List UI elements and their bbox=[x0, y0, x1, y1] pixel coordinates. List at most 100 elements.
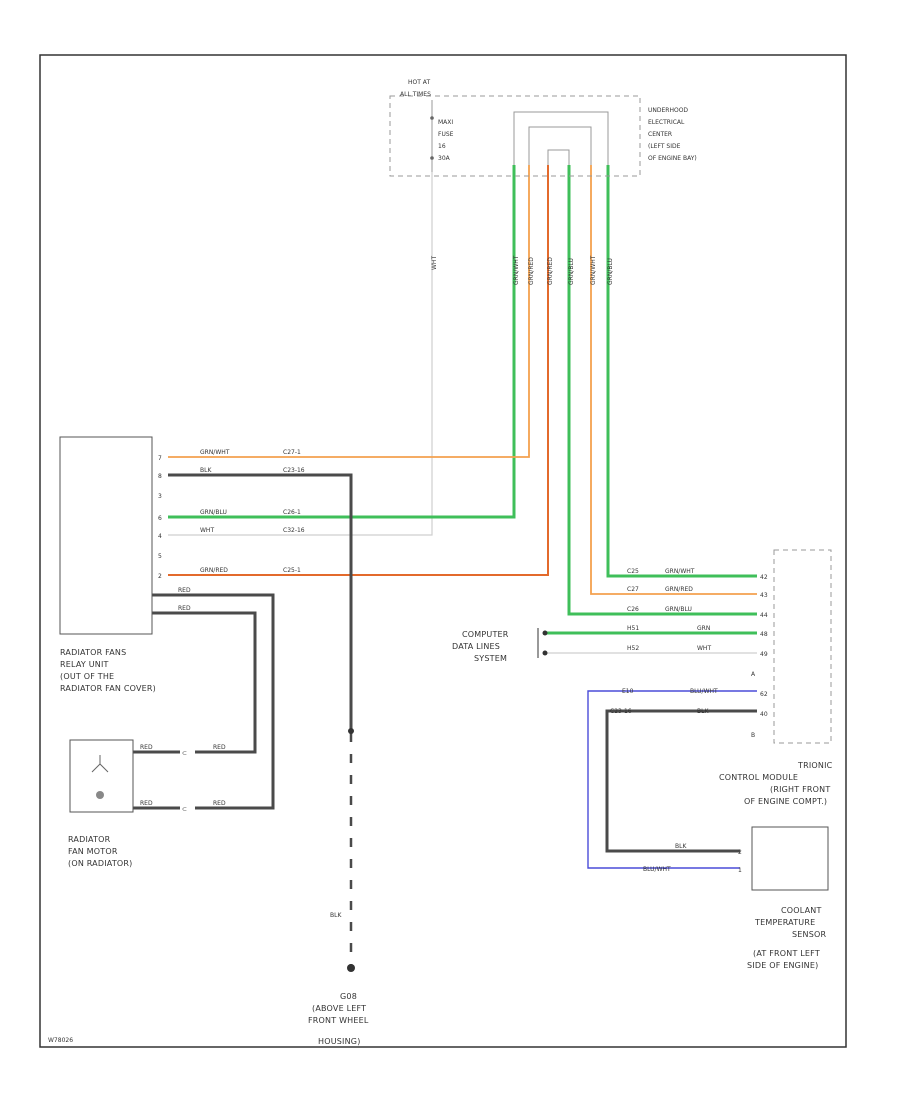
relay-conn-5: C32-16 bbox=[283, 527, 305, 534]
relay-color-5: WHT bbox=[200, 527, 214, 534]
coolant-sensor-box bbox=[751, 826, 829, 891]
underhood-label-2: ELECTRICAL bbox=[648, 119, 685, 126]
underhood-label-1: UNDERHOOD bbox=[648, 107, 688, 114]
wires bbox=[133, 165, 757, 967]
coolant-label-1: COOLANT bbox=[781, 906, 822, 915]
relay-conn-2: C23-16 bbox=[283, 467, 305, 474]
tcm-conn-4: H51 bbox=[627, 625, 639, 632]
motor-conn-top: ⊂ bbox=[182, 750, 187, 757]
vlabel-wht: WHT bbox=[431, 256, 438, 270]
data-line-dot-1 bbox=[542, 630, 548, 636]
wire-wht-fuse bbox=[168, 172, 433, 536]
computer-label-1: COMPUTER bbox=[462, 630, 509, 639]
relay-pin-1: 7 bbox=[158, 455, 162, 462]
tcm-color-1: GRN/WHT bbox=[665, 568, 695, 575]
motor-label-2: FAN MOTOR bbox=[68, 847, 118, 856]
ground-label-2: (ABOVE LEFT bbox=[312, 1004, 366, 1013]
relay-color-7: GRN/RED bbox=[200, 567, 228, 574]
tcm-pin-9: B bbox=[751, 732, 755, 739]
relay-conn-7: C25-1 bbox=[283, 567, 301, 574]
vlabel-4: GRN/BLU bbox=[568, 258, 575, 285]
fuse-dot-top bbox=[430, 116, 434, 120]
tcm-label-4: OF ENGINE COMPT.) bbox=[744, 797, 827, 806]
tcm-dashed-box bbox=[773, 549, 832, 744]
tcm-conn-7: E10 bbox=[622, 688, 634, 695]
tcm-label-2: CONTROL MODULE bbox=[719, 773, 798, 782]
fuse-label-1: MAXI bbox=[438, 119, 453, 126]
motor-icon bbox=[96, 791, 104, 799]
tcm-label-3: (RIGHT FRONT bbox=[770, 785, 830, 794]
tcm-pin-3: 44 bbox=[760, 612, 768, 619]
ground-label-4: HOUSING) bbox=[318, 1037, 361, 1046]
ground-point-icon bbox=[347, 964, 355, 972]
tcm-color-7: BLU/WHT bbox=[690, 688, 718, 695]
wire-green-tcm-44 bbox=[567, 165, 757, 616]
vertical-labels: WHT GRN/WHT GRN/RED GRN/RED GRN/BLU GRN/… bbox=[431, 255, 614, 285]
tcm-pin-7: 62 bbox=[760, 691, 768, 698]
wire-orange-tcm-43 bbox=[590, 165, 757, 595]
computer-label-3: SYSTEM bbox=[474, 654, 507, 663]
tcm-wire-labels: C25 GRN/WHT 42 C27 GRN/RED 43 C26 GRN/BL… bbox=[610, 568, 768, 739]
wire-green-tcm-42 bbox=[606, 165, 757, 578]
fuse-label-4: 30A bbox=[438, 155, 451, 162]
tcm-pin-2: 43 bbox=[760, 592, 768, 599]
underhood-label-4: (LEFT SIDE bbox=[648, 143, 681, 150]
tcm-conn-2: C27 bbox=[627, 586, 639, 593]
coolant-blk-label: BLK bbox=[675, 843, 687, 850]
relay-pin-3: 3 bbox=[158, 493, 162, 500]
diagram-frame bbox=[39, 54, 847, 1048]
relay-wire-labels: 7 GRN/WHT C27-1 8 BLK C23-16 3 6 GRN/BLU… bbox=[158, 449, 305, 612]
coolant-label-2: TEMPERATURE bbox=[754, 918, 815, 927]
ground-label-3: FRONT WHEEL bbox=[308, 1016, 369, 1025]
tcm-color-4: GRN bbox=[697, 625, 710, 632]
relay-red-2: RED bbox=[178, 605, 191, 612]
wire-blk-ground bbox=[168, 473, 353, 730]
relay-label-1: RADIATOR FANS bbox=[60, 648, 126, 657]
motor-red-top-left: RED bbox=[140, 744, 153, 751]
relay-pin-5: 4 bbox=[158, 533, 162, 540]
underhood-label-5: OF ENGINE BAY) bbox=[648, 155, 697, 162]
relay-color-1: GRN/WHT bbox=[200, 449, 230, 456]
tcm-pin-5: 49 bbox=[760, 651, 768, 658]
hot-at-all-times-2: ALL TIMES bbox=[400, 91, 431, 98]
relay-color-2: BLK bbox=[200, 467, 212, 474]
tcm-pin-4: 48 bbox=[760, 631, 768, 638]
relay-red-1: RED bbox=[178, 587, 191, 594]
motor-red-top-right: RED bbox=[213, 744, 226, 751]
tcm-pin-1: 42 bbox=[760, 574, 768, 581]
tcm-conn-8: C23-16 bbox=[610, 708, 632, 715]
relay-unit-box bbox=[59, 436, 153, 635]
wire-orange-relay-7 bbox=[168, 165, 530, 458]
underhood-loop-3 bbox=[547, 149, 570, 165]
hot-at-all-times-1: HOT AT bbox=[408, 79, 430, 86]
relay-pin-2: 8 bbox=[158, 473, 162, 480]
wire-blk-relay-motor-2 bbox=[152, 611, 257, 754]
fuse-dot-bottom bbox=[430, 156, 434, 160]
fuse-label-3: 16 bbox=[438, 143, 446, 150]
relay-label-3: (OUT OF THE bbox=[60, 672, 114, 681]
motor-conn-bottom: ⊂ bbox=[182, 806, 187, 813]
relay-conn-4: C26-1 bbox=[283, 509, 301, 516]
motor-connectors: RED ⊂ RED RED ⊂ RED bbox=[140, 744, 226, 813]
wire-blk-relay-motor-1 bbox=[152, 593, 275, 810]
fan-motor-icon bbox=[91, 755, 109, 799]
vlabel-3: GRN/RED bbox=[547, 257, 554, 285]
wire-grn-blu-relay bbox=[168, 165, 516, 519]
vlabel-5: GRN/WHT bbox=[590, 255, 597, 285]
data-line-dot-2 bbox=[542, 650, 548, 656]
underhood-loop-1 bbox=[513, 111, 609, 165]
data-line-connector-icon bbox=[537, 628, 548, 658]
relay-label-2: RELAY UNIT bbox=[60, 660, 109, 669]
wire-blk-coolant bbox=[605, 709, 757, 853]
motor-label-1: RADIATOR bbox=[68, 835, 111, 844]
vlabel-1: GRN/WHT bbox=[513, 255, 520, 285]
tcm-conn-5: H52 bbox=[627, 645, 639, 652]
computer-label-2: DATA LINES bbox=[452, 642, 500, 651]
tcm-color-2: GRN/RED bbox=[665, 586, 693, 593]
tcm-color-8: BLK bbox=[697, 708, 709, 715]
tcm-pin-8: 40 bbox=[760, 711, 768, 718]
ground-blk-label: BLK bbox=[330, 912, 342, 919]
motor-label-3: (ON RADIATOR) bbox=[68, 859, 133, 868]
motor-red-bottom-right: RED bbox=[213, 800, 226, 807]
